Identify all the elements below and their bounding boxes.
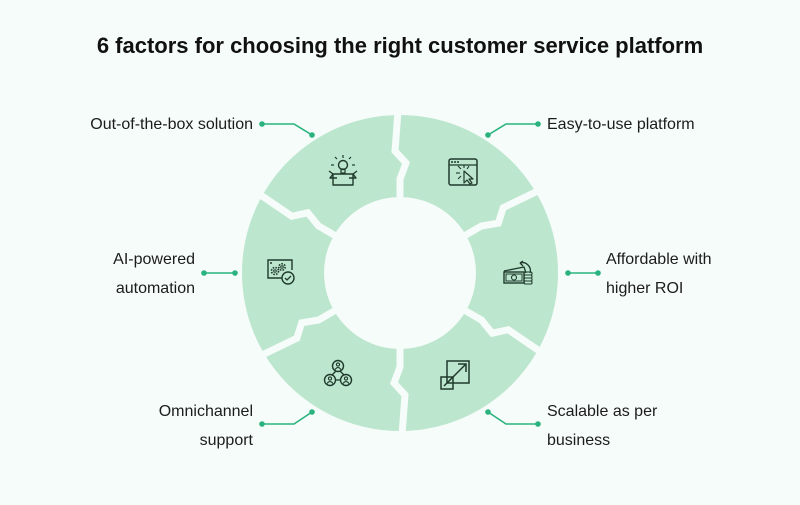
connector-line [262, 411, 313, 425]
label-line: Omnichannel [158, 403, 253, 420]
label-line: Scalable as per [547, 403, 658, 420]
connector-affordable [565, 270, 601, 276]
label-line: higher ROI [606, 280, 684, 297]
connector-omnichannel [259, 409, 315, 427]
label-line: Affordable with [606, 251, 712, 268]
label-omnichannel: Omnichannel support [60, 397, 253, 455]
connector-out-of-the-box [259, 121, 315, 138]
expand-arrow-icon [440, 360, 470, 390]
connector-ai-automation [201, 270, 238, 276]
label-line: automation [115, 280, 195, 297]
connected-users-icon [323, 359, 353, 387]
connector-dot [535, 421, 541, 427]
connector-dot [485, 132, 491, 138]
connector-line [262, 123, 313, 136]
label-line: business [547, 432, 611, 449]
connector-dot [232, 270, 238, 276]
label-line: AI-powered [113, 251, 195, 268]
ring-fill [242, 115, 558, 431]
label-line: Out-of-the-box solution [90, 116, 253, 133]
ring-segments [242, 110, 558, 436]
segment-divider [391, 110, 411, 201]
connector-line [487, 411, 538, 425]
money-return-icon [503, 260, 533, 285]
label-line: support [199, 432, 253, 449]
label-ai-automation: AI-powered automation [40, 245, 195, 303]
connector-dot [309, 409, 315, 415]
connector-line [487, 123, 538, 136]
label-scalable: Scalable as per business [547, 397, 657, 455]
browser-cursor-icon [448, 158, 478, 186]
gears-check-icon [267, 259, 295, 285]
label-line: Easy-to-use platform [547, 116, 695, 133]
segment-divider [460, 305, 544, 356]
label-easy-to-use: Easy-to-use platform [547, 110, 695, 139]
connector-dot [259, 121, 265, 127]
connector-dot [201, 270, 207, 276]
label-affordable: Affordable with higher ROI [606, 245, 712, 303]
segment-divider [460, 187, 541, 241]
lightbulb-box-icon [328, 155, 358, 186]
icons [267, 155, 533, 390]
connectors [201, 121, 601, 427]
connector-dot [485, 409, 491, 415]
label-out-of-the-box: Out-of-the-box solution [40, 110, 253, 139]
segment-divider [389, 345, 409, 436]
diagram-title: 6 factors for choosing the right custome… [96, 33, 704, 58]
segment-divider [259, 305, 340, 359]
connector-dot [309, 132, 315, 138]
segment-divider [256, 190, 340, 241]
connector-scalable [485, 409, 541, 427]
connector-dot [535, 121, 541, 127]
connector-dot [595, 270, 601, 276]
connector-easy-to-use [485, 121, 541, 138]
connector-dot [259, 421, 265, 427]
connector-dot [565, 270, 571, 276]
